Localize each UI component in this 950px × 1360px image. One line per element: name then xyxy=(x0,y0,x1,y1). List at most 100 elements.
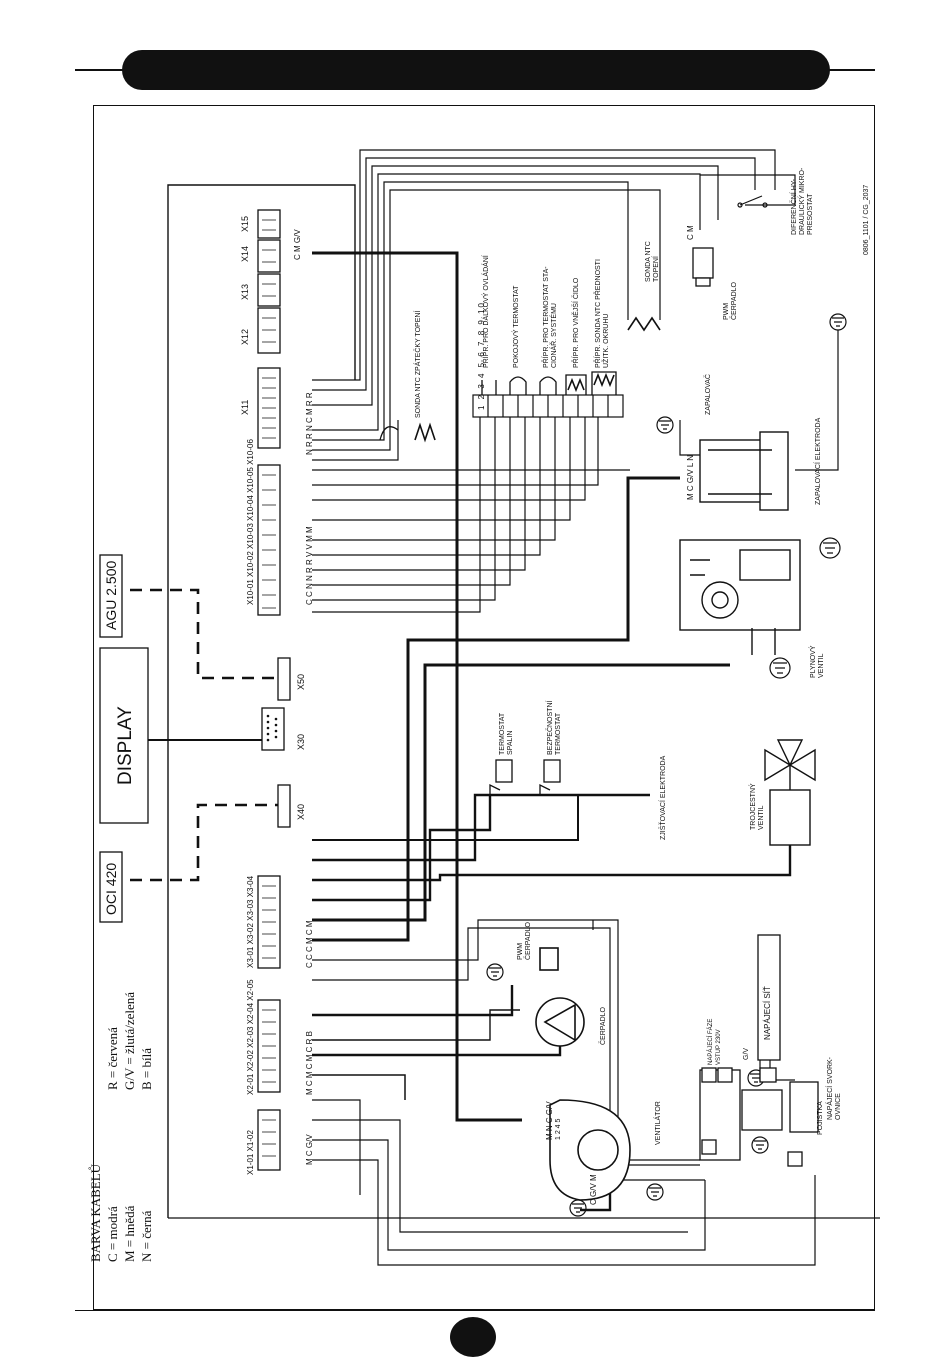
fan-label: VENTILÁTOR xyxy=(653,1101,662,1145)
x14-label: X14 xyxy=(240,246,250,262)
header-rule-right xyxy=(828,69,875,71)
flue-thermostat-label-2: SPALIN xyxy=(507,731,514,755)
gas-valve-label: PLYNOVÝ xyxy=(808,645,817,678)
pressure-switch-label-3: PRESOSTAT xyxy=(807,193,814,235)
pump-symbol xyxy=(535,947,585,1047)
connector-x40 xyxy=(277,784,291,828)
oci-label: OCI 420 xyxy=(103,863,119,915)
agu-label: AGU 2.500 xyxy=(103,561,119,630)
x1-wire-letters: M C G/V xyxy=(305,1134,314,1165)
three-way-valve-label: TROJCESTNÝ xyxy=(748,783,757,830)
terminal-block xyxy=(472,394,624,418)
pressure-switch-label: DIFERENČNÍ HY- xyxy=(789,178,798,235)
x15-label: X15 xyxy=(240,216,250,232)
heating-ntc-label: SONDA NTC ZPÁTEČKY TOPENÍ xyxy=(413,311,422,418)
x2-wire-letters: M C M C M C R B xyxy=(305,1031,314,1095)
connector-x13 xyxy=(257,273,281,307)
connector-x30 xyxy=(261,707,285,751)
x11-label: X11 xyxy=(240,400,250,415)
pressure-switch xyxy=(737,195,768,208)
module-oci xyxy=(99,851,123,923)
footer-rule xyxy=(75,1310,875,1311)
phase-label-2: VSTUP 230V xyxy=(716,1029,722,1065)
connector-x1 xyxy=(257,1109,281,1171)
display-label: DISPLAY xyxy=(115,706,136,785)
legend-item: C = modrá xyxy=(105,1206,120,1262)
connector-blocks xyxy=(99,209,291,1171)
x14-wire-letters: C M G/V xyxy=(293,229,302,260)
ntc-heating-label: SONDA NTC xyxy=(645,241,652,282)
detection-electrode-label: ZJIŠŤOVACÍ ELEKTRODA xyxy=(658,755,667,840)
connector-x50 xyxy=(277,657,291,701)
three-way-valve-label-2: VENTIL xyxy=(758,805,765,830)
legend-item: N = černá xyxy=(139,1210,154,1262)
wiring xyxy=(167,149,880,1266)
x10-group-label: X10-01 X10-02 X10-03 X10-04 X10-05 X10-0… xyxy=(246,439,255,605)
connector-x14 xyxy=(257,239,281,273)
pwm-pump-label-2: ČERPADLO xyxy=(729,281,738,320)
connector-x12 xyxy=(257,307,281,354)
gas-valve-label-2: VENTIL xyxy=(818,653,825,678)
pwm-pump-connector xyxy=(692,247,714,287)
terminal-block-label-2: OVNICE xyxy=(835,1093,842,1120)
safety-thermostat-label-2: TERMOSTAT xyxy=(555,712,562,755)
x1-group-label: X1-01 X1-02 xyxy=(246,1130,255,1175)
x30-pins xyxy=(266,714,278,742)
x13-label: X13 xyxy=(240,284,250,300)
fan-symbol xyxy=(549,1099,631,1201)
legend-item: R = červená xyxy=(105,1027,120,1090)
zone-thermostat-label: PŘÍPR. PRO TERMOSTAT STA- xyxy=(541,266,550,368)
flue-thermostat-label: TERMOSTAT xyxy=(499,712,506,755)
drawing-code: 0806_1101 / CG_2037 xyxy=(863,185,870,255)
module-agu xyxy=(99,554,123,638)
x50-label: X50 xyxy=(296,674,306,690)
pwm-pump-b-label-2: ČERPADLO xyxy=(523,921,532,960)
pressure-switch-label-2: DRAULICKÝ MIKRO- xyxy=(797,167,806,235)
igniter xyxy=(699,431,789,511)
header-rule-left xyxy=(75,69,125,71)
page-number-badge xyxy=(450,1317,496,1357)
oci-dashed-link xyxy=(130,803,282,882)
pump-wire-letters: C M xyxy=(686,225,695,240)
x40-label: X40 xyxy=(296,804,306,820)
legend-item: G/V = žlutá/zelená xyxy=(122,992,137,1090)
fan-side-letters: C G/V M xyxy=(589,1174,598,1205)
header-bar xyxy=(122,50,830,90)
gas-valve xyxy=(679,539,801,655)
x11-wire-letters: N R R N C M R R xyxy=(305,392,314,455)
diagram-frame xyxy=(93,105,875,1310)
pwm-pump-label: PWM xyxy=(723,303,730,320)
x12-label: X12 xyxy=(240,329,250,345)
three-way-valve xyxy=(764,739,816,846)
pwm-pump-b-label: PWM xyxy=(517,943,524,960)
ntc-heating-label-2: TOPENÍ xyxy=(651,256,660,282)
pump-label: ČERPADLO xyxy=(598,1006,607,1045)
dhw-ntc-label-2: UŽITK. OKRUHU xyxy=(601,314,610,368)
legend-item: M = hnědá xyxy=(122,1205,137,1262)
ignition-electrode-label: ZAPALOVACÍ ELEKTRODA xyxy=(813,417,822,505)
remote-label: PŘÍPR. PRO DÁLKOVÝ OVLÁDÁNÍ xyxy=(481,255,490,368)
legend-item: B = bílá xyxy=(139,1048,154,1090)
outdoor-sensor-label: PŘÍPR. PRO VNĚJŠÍ ČIDLO xyxy=(571,277,580,368)
x3-group-label: X3-01 X3-02 X3-03 X3-04 xyxy=(246,875,255,968)
safety-thermostat-label: BEZPEČNOSTNÍ xyxy=(545,700,554,755)
connector-x15 xyxy=(257,209,281,239)
fan-pin-numbers: 1 2 4 5 xyxy=(555,1118,562,1140)
legend-title: BARVA KABELŮ xyxy=(88,1163,103,1262)
sensor-symbols xyxy=(379,316,661,443)
x30-label: X30 xyxy=(296,734,306,750)
mains-label: NAPÁJECÍ SÍŤ xyxy=(763,986,772,1040)
x3-wire-letters: C C C M C M xyxy=(305,920,314,968)
fan-wire-letters: M N C G/V xyxy=(545,1101,554,1140)
ignition-wire-letters: M C G/V L N xyxy=(686,455,695,500)
dhw-ntc-label: PŘÍPR. SONDA NTC PŘEDNOSTI xyxy=(593,259,602,368)
fuse-label: POJISTKA xyxy=(817,1101,824,1135)
mains-block xyxy=(699,934,819,1167)
thermostats xyxy=(485,759,580,796)
connector-x10 xyxy=(257,464,281,616)
connector-pins xyxy=(262,219,276,1157)
agu-dashed-link xyxy=(130,588,282,680)
module-display xyxy=(99,647,149,824)
room-thermostat-label: POKOJOVÝ TERMOSTAT xyxy=(511,285,520,368)
